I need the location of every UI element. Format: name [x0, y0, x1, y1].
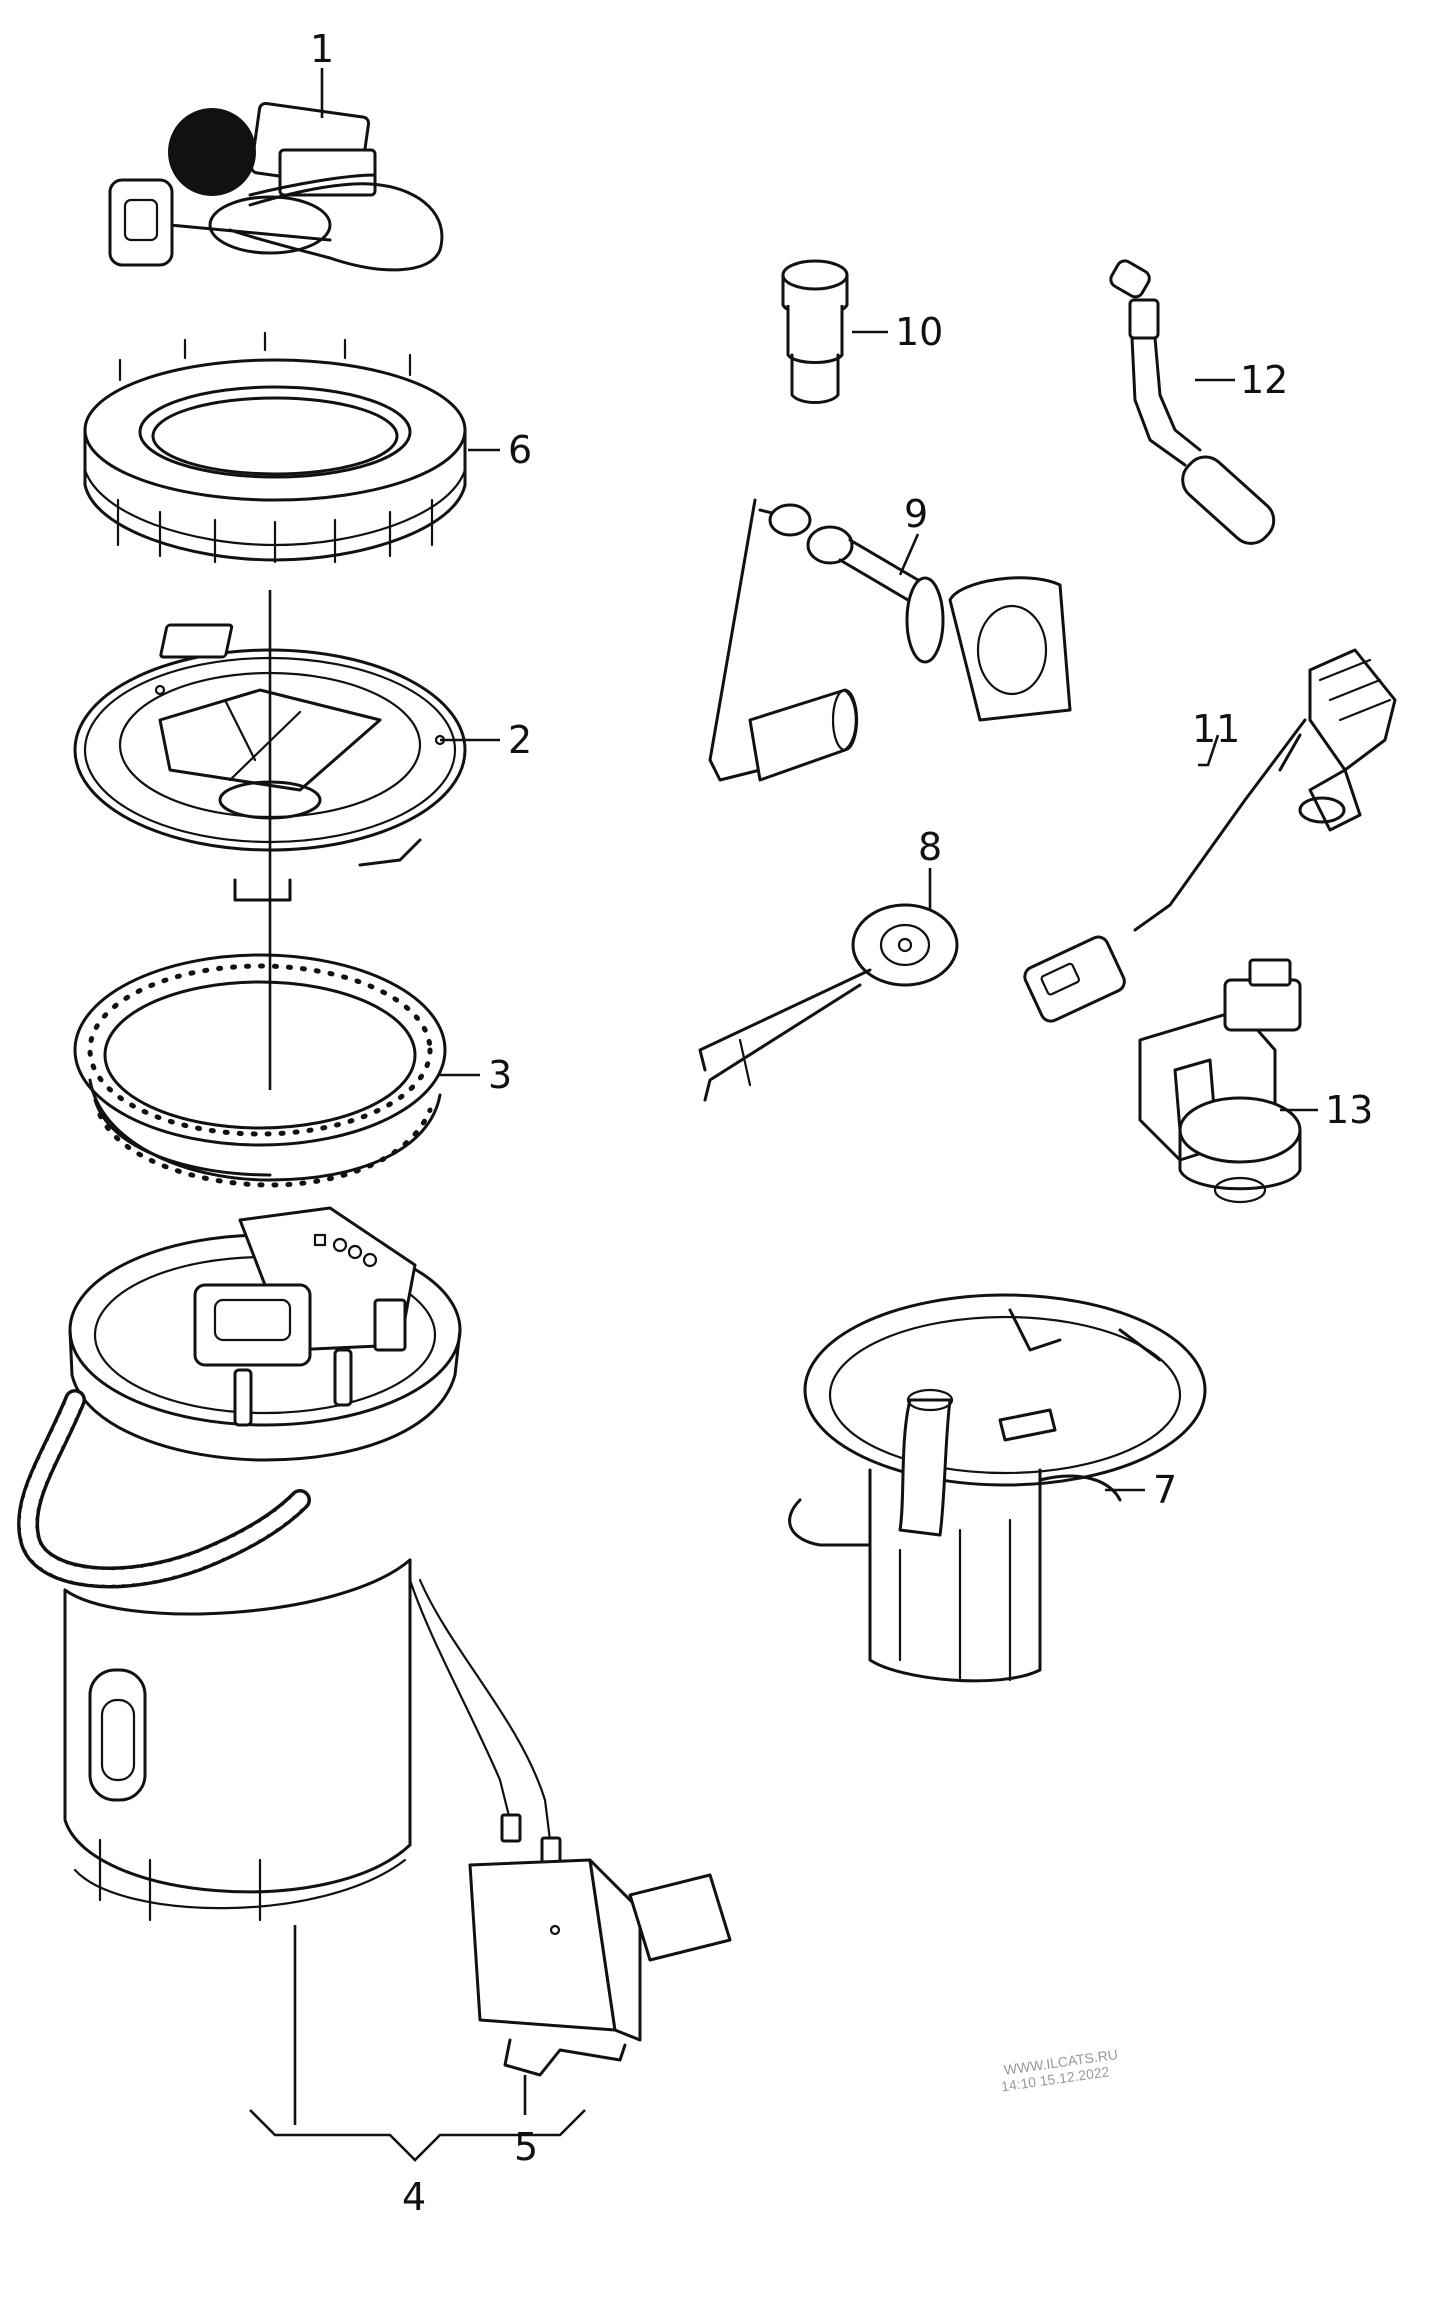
part-11-sensor-wire[interactable]	[1022, 648, 1397, 1024]
callout-11[interactable]: 11	[1192, 707, 1240, 751]
callout-labels: 1 2 3 4 5 6 7 8 9 10 11 12 13	[310, 27, 1373, 2219]
callout-7[interactable]: 7	[1153, 1468, 1177, 1512]
callout-13[interactable]: 13	[1325, 1088, 1373, 1132]
callout-10[interactable]: 10	[895, 310, 943, 354]
leader-lines	[320, 68, 1318, 1492]
part-13-regulator[interactable]	[1138, 958, 1302, 1204]
callout-12[interactable]: 12	[1240, 358, 1288, 402]
callout-9[interactable]: 9	[904, 492, 928, 536]
part-4-fuel-pump-module[interactable]	[17, 1206, 562, 1922]
watermark: WWW.ILCATS.RU 14:10 15.12.2022	[1000, 2046, 1119, 2094]
part-8-float-sensor[interactable]	[698, 903, 959, 1102]
part-1-marker	[168, 108, 256, 196]
part-3-seal-ring[interactable]	[73, 953, 447, 1188]
part-12-sensor[interactable]	[1108, 258, 1282, 552]
callout-8[interactable]: 8	[918, 825, 942, 869]
part-6-locking-ring[interactable]	[83, 331, 467, 564]
part-9-level-sensor[interactable]	[708, 498, 1072, 782]
callout-5[interactable]: 5	[514, 2125, 538, 2169]
part-4-bracket	[249, 1925, 586, 2162]
callout-3[interactable]: 3	[488, 1053, 512, 1097]
callout-2[interactable]: 2	[508, 718, 532, 762]
callout-1[interactable]: 1	[310, 27, 334, 71]
part-1-wiring-harness[interactable]	[108, 101, 444, 272]
part-10-valve[interactable]	[781, 259, 849, 404]
part-7-flange[interactable]	[788, 1293, 1207, 1683]
callout-6[interactable]: 6	[508, 428, 532, 472]
part-5-level-sender[interactable]	[468, 1858, 732, 2077]
callout-4[interactable]: 4	[402, 2175, 426, 2219]
